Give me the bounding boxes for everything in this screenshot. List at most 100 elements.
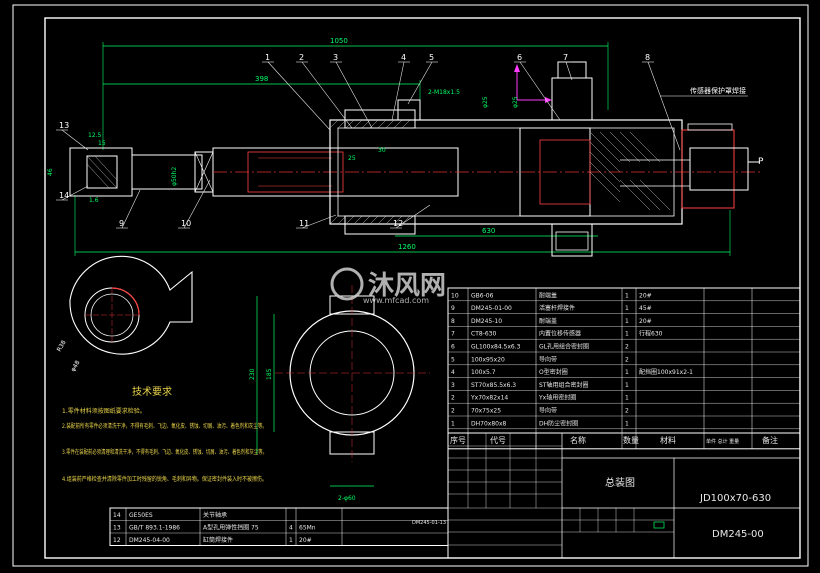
parts-cell: GL孔用组合密封圈	[539, 343, 589, 351]
balloon-leader	[647, 61, 681, 151]
lower-cell: 4	[289, 525, 293, 532]
parts-cell: DH70x80x8	[471, 420, 507, 427]
tech-req-item-1: 1.零件材料须按图纸要求检验。	[62, 407, 146, 415]
lower-cell: 12	[113, 537, 121, 544]
sensor-cover-callout: 传感器保护罩焊接	[690, 86, 746, 95]
title-block: 总装图 JD100x70-630 DM245-00	[447, 432, 801, 559]
parts-cell: 100x95x20	[471, 356, 505, 363]
balloon-1: 1	[265, 53, 270, 62]
balloon-leader	[121, 189, 141, 229]
parts-cell: 2	[451, 408, 455, 415]
trunnion-dim-230: 230	[249, 368, 256, 380]
tech-req-title: 技术要求	[132, 385, 172, 398]
lower-cell: GB/T 893.1-1986	[129, 525, 180, 532]
parts-header-cell: 单件 总计 重量	[706, 438, 739, 445]
drawing-name: 总装图	[605, 476, 635, 489]
balloon-leader	[267, 61, 331, 131]
parts-header-cell: 序号	[450, 435, 466, 445]
parts-cell: 8	[451, 318, 455, 325]
tech-requirements: 技术要求 1.零件材料须按图纸要求检验。 2.装配前所有零件必须清洗干净，不得有…	[62, 385, 267, 483]
parts-header-cell: 代号	[490, 435, 506, 445]
dim-side-1-6: 1.6	[89, 197, 99, 204]
model-number: JD100x70-630	[699, 493, 771, 504]
lower-gap-label: DM245-01-13	[412, 520, 446, 526]
balloon-4: 4	[401, 53, 406, 62]
dim-phi-25-b: φ25	[512, 96, 519, 108]
parts-cell: Yx轴用密封圈	[538, 394, 576, 402]
parts-cell: Yx70x82x14	[470, 395, 508, 402]
watermark-url: www.mfcad.com	[363, 296, 429, 305]
lower-cell: 关节轴承	[203, 511, 227, 519]
balloon-6: 6	[517, 53, 522, 62]
clevis-dim-phi48: φ48	[70, 359, 82, 373]
dim-overall: 1050	[330, 37, 348, 45]
dim-phi-rod: φ50h2	[171, 167, 178, 186]
lower-cell: GE50ES	[129, 512, 153, 519]
dim-side-12-5: 12.5	[88, 132, 102, 139]
parts-cell: 配挡圈100x91x2-1	[639, 368, 693, 376]
parts-cell: 1	[625, 369, 629, 376]
lower-cell: 缸筒焊接件	[203, 536, 233, 544]
watermark-brand: 沐风网	[368, 271, 446, 301]
parts-cell: 20#	[639, 318, 652, 325]
parts-cell: 3	[451, 382, 455, 389]
parts-cell: 内置位移传感器	[539, 330, 581, 338]
port-p-label: P	[758, 157, 764, 167]
balloon-5: 5	[429, 53, 434, 62]
dim-stroke: 630	[482, 227, 495, 235]
parts-cell: 20#	[639, 292, 652, 299]
parts-cell: 7	[451, 331, 455, 338]
parts-cell: 100x5.7	[471, 369, 496, 376]
parts-cell: O型密封圈	[539, 368, 568, 376]
parts-cell: DH防尘密封圈	[539, 419, 578, 427]
parts-cell: 行程630	[639, 330, 663, 338]
parts-cell: 1	[625, 305, 629, 312]
lower-cell: 14	[113, 512, 121, 519]
parts-cell: 1	[625, 420, 629, 427]
tech-req-item-3: 3.零件在装配前必须清理和清洗干净，不得有毛刺、飞边、氧化皮、锈蚀、切屑、油污、…	[62, 448, 267, 456]
lower-cell: 65Mn	[299, 525, 316, 532]
parts-cell: 45#	[639, 305, 652, 312]
watermark-logo-icon	[330, 267, 364, 301]
parts-cell: 导向带	[539, 407, 557, 415]
parts-cell: 5	[451, 356, 455, 363]
balloon-leader	[301, 61, 353, 129]
dim-phi-25-a: φ25	[482, 96, 489, 108]
parts-cell: 2	[625, 344, 629, 351]
parts-table-frame	[447, 287, 801, 450]
parts-cell: 2	[451, 395, 455, 402]
watermark: 沐风网 www.mfcad.com	[330, 267, 446, 305]
parts-cell: 活塞杆焊接件	[539, 304, 575, 312]
parts-cell: 耐端盖	[539, 317, 557, 325]
balloon-3: 3	[333, 53, 338, 62]
balloon-14: 14	[59, 191, 69, 200]
balloon-7: 7	[563, 53, 568, 62]
trunnion-detail-view: 230 185 2-φ60	[249, 285, 430, 502]
balloon-11: 11	[299, 219, 309, 228]
parts-cell: ST轴用组合密封圈	[539, 381, 588, 389]
parts-header-cell: 名称	[570, 435, 586, 445]
parts-cell: 4	[451, 369, 455, 376]
parts-cell: 耐端盖	[539, 291, 557, 299]
outer-frame	[12, 4, 809, 567]
parts-header-cell: 数量	[623, 435, 639, 445]
parts-cell: 1	[625, 331, 629, 338]
balloon-leader	[519, 61, 561, 121]
main-section-view: 1050 398 1260 630	[47, 37, 764, 257]
trunnion-dim-2phi60: 2-φ60	[338, 495, 356, 502]
parts-cell: 1	[625, 292, 629, 299]
dim-d1: 25	[348, 155, 356, 162]
dim-side-15: 15	[98, 140, 106, 147]
balloon-8: 8	[645, 53, 650, 62]
parts-cell: DM245-01-00	[471, 305, 512, 312]
parts-cell: 导向带	[539, 355, 557, 363]
lower-cell: A型孔用弹性挡圈 75	[203, 524, 259, 532]
dim-left-stub: 398	[255, 75, 268, 83]
parts-cell: 1	[625, 318, 629, 325]
balloon-2: 2	[299, 53, 304, 62]
dim-side-46: 46	[47, 168, 54, 176]
